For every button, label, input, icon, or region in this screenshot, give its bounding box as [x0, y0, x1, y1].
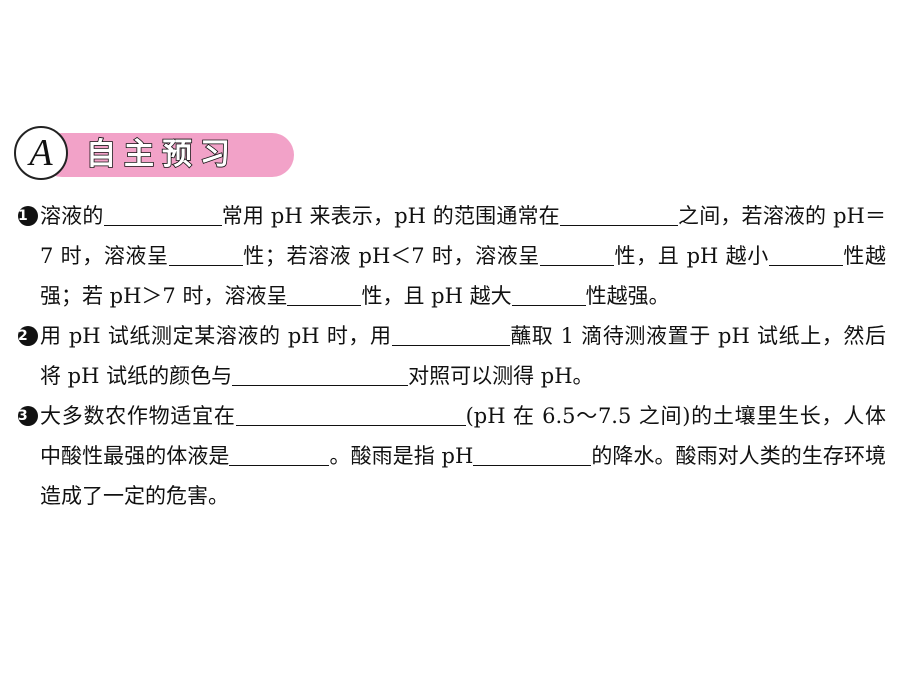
- question-text: 之间，若溶液的 pH＝7 时，溶液呈: [40, 204, 887, 268]
- answer-blank[interactable]: [287, 284, 362, 306]
- answer-blank[interactable]: [235, 404, 466, 426]
- section-badge: [14, 126, 68, 180]
- question-text: 性，且 pH 越小: [613, 244, 769, 268]
- question-number: 3: [18, 406, 38, 426]
- answer-blank[interactable]: [103, 204, 222, 226]
- answer-blank[interactable]: [229, 444, 330, 466]
- answer-blank[interactable]: [539, 244, 614, 266]
- answer-blank[interactable]: [168, 244, 243, 266]
- answer-blank[interactable]: [473, 444, 592, 466]
- section-letter: A: [29, 132, 53, 174]
- answer-blank[interactable]: [511, 284, 586, 306]
- section-header: A 自主预习: [14, 126, 296, 184]
- answer-blank[interactable]: [559, 204, 678, 226]
- section-title: 自主预习: [85, 136, 238, 173]
- question-text: 。酸雨是指 pH: [329, 444, 474, 468]
- question-text: 大多数农作物适宜在: [40, 404, 236, 428]
- question-text: 蘸取 1 滴待测液置于 pH 试纸上，然后将 pH 试纸的颜色与: [40, 324, 886, 388]
- section-title-banner: [40, 133, 294, 177]
- question-text: 对照可以测得 pH。: [408, 364, 594, 388]
- question-text: (pH 在 6.5～7.5 之间)的土壤里生长，人体中酸性最强的体液是: [40, 404, 886, 468]
- question-text: 溶液的: [40, 204, 104, 228]
- answer-blank[interactable]: [768, 244, 843, 266]
- question-text: 用 pH 试纸测定某溶液的 pH 时，用: [40, 324, 392, 348]
- question-number: 1: [18, 206, 38, 226]
- question-text: 的降水。酸雨对人类的生存环境造成了一定的危害。: [40, 444, 886, 508]
- answer-blank[interactable]: [232, 364, 409, 386]
- question-text: 性；若溶液 pH＜7 时，溶液呈: [242, 244, 540, 268]
- question-text: 性，且 pH 越大: [361, 284, 512, 308]
- question-text: 性越强；若 pH＞7 时，溶液呈: [40, 244, 887, 308]
- question-number: 2: [18, 326, 38, 346]
- question-text: 性越强。: [585, 284, 670, 308]
- question-text: 常用 pH 来表示，pH 的范围通常在: [221, 204, 560, 228]
- answer-blank[interactable]: [391, 324, 510, 346]
